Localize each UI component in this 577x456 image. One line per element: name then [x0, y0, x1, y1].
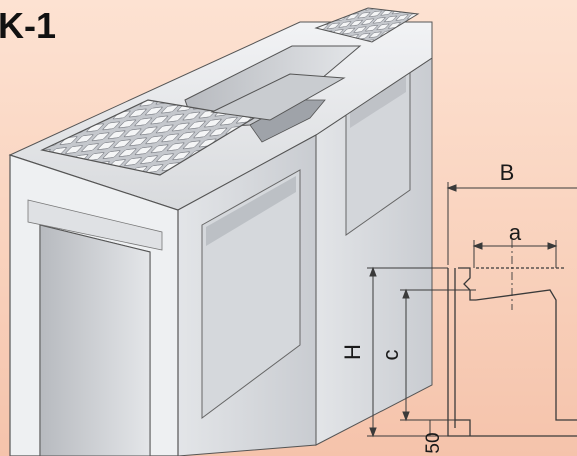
channel-near-wall: [177, 134, 317, 456]
section-outline: [447, 267, 577, 437]
label-c: c: [378, 350, 403, 361]
label-base: 50: [423, 432, 444, 453]
label-b: B: [500, 160, 515, 185]
grating-back: [314, 7, 420, 43]
label-a: a: [509, 220, 522, 245]
dimension-c: [400, 288, 476, 422]
dimension-a: [472, 240, 558, 268]
cover-plate: [210, 73, 346, 121]
product-code-label: K-1: [0, 5, 57, 46]
channel-right-wall: [315, 57, 433, 446]
channel-end-face: [9, 154, 179, 456]
dimension-h: [367, 266, 448, 438]
dimension-b: [446, 182, 577, 265]
label-h: H: [340, 344, 365, 360]
